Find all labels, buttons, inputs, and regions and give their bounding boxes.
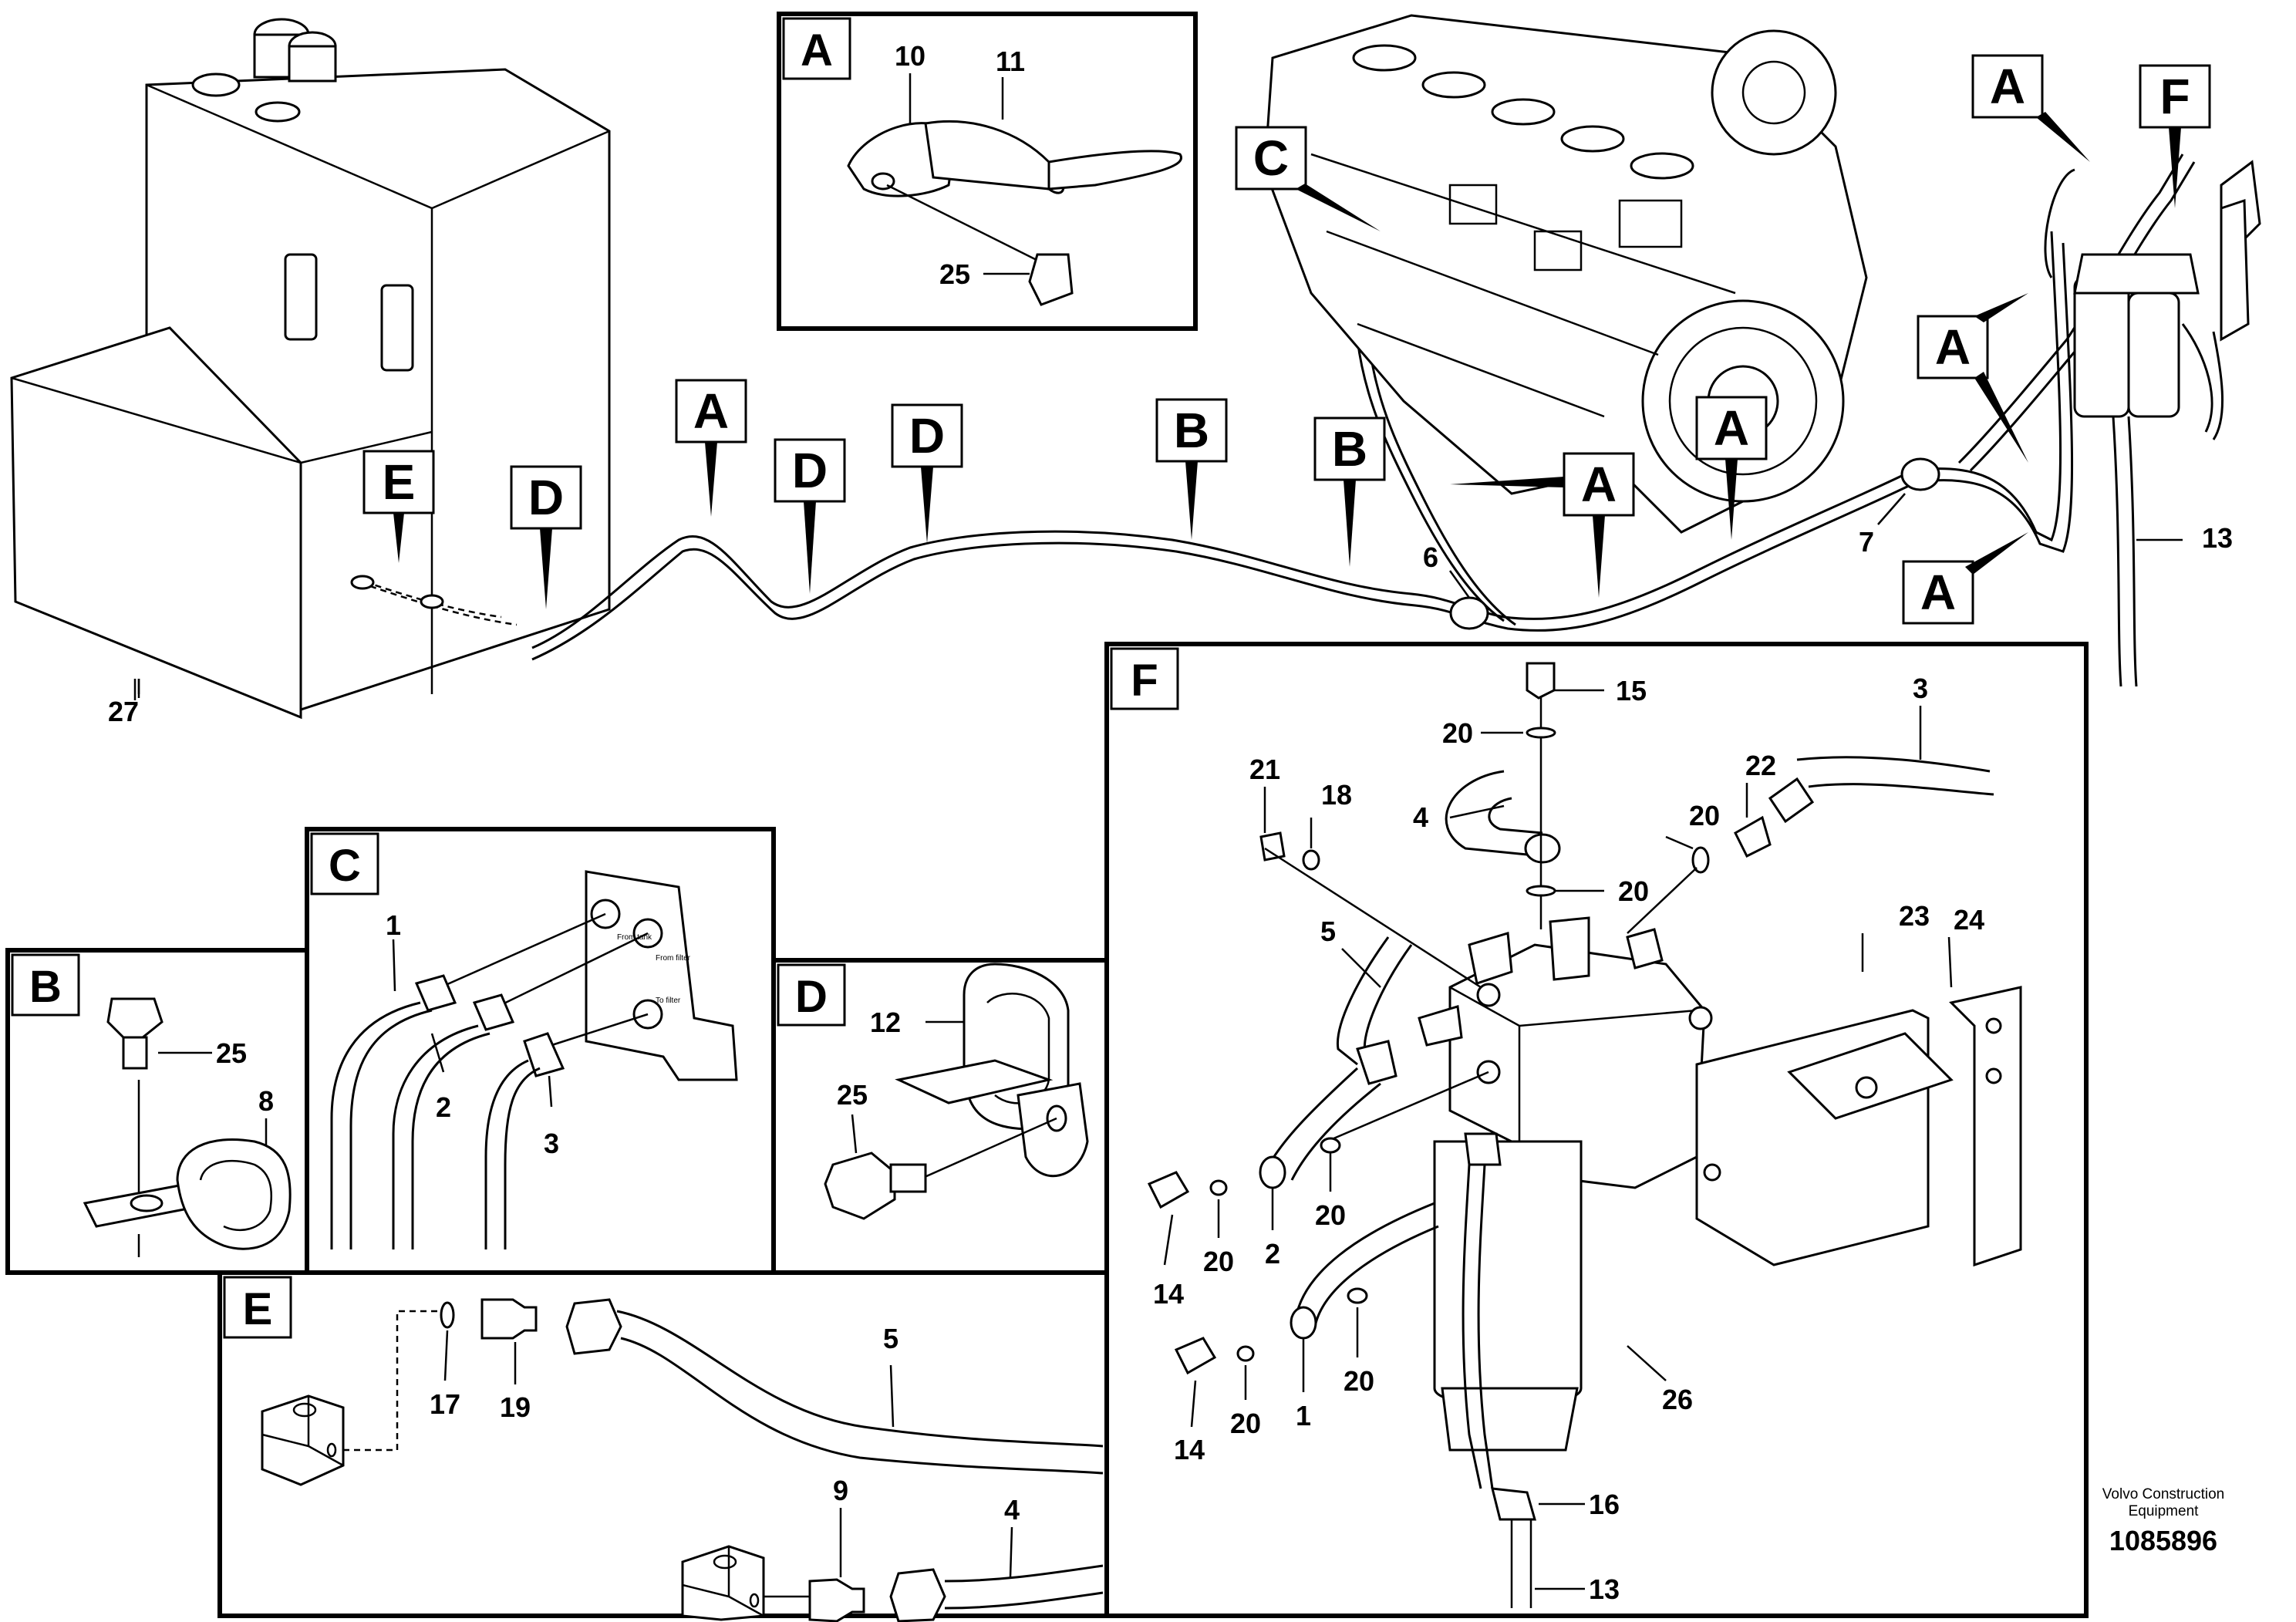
marker-a-5[interactable]: A <box>1917 293 2028 463</box>
filter-assembly-overview <box>2044 160 2261 440</box>
callout-6: 6 <box>1423 541 1438 573</box>
panel-d-label: D <box>795 972 828 1022</box>
callout-20: 20 <box>1230 1408 1261 1439</box>
callout-13: 13 <box>2202 522 2233 554</box>
panel-b-frame <box>5 948 309 1275</box>
marker-e[interactable]: E <box>362 450 435 563</box>
callout-20: 20 <box>1442 717 1473 749</box>
callout-9: 9 <box>833 1475 848 1506</box>
callout-5: 5 <box>883 1323 899 1354</box>
callout-22: 22 <box>1745 750 1776 781</box>
callout-8: 8 <box>258 1085 274 1117</box>
company-name: Volvo Construction Equipment <box>2102 1486 2225 1519</box>
port-label-to-filter: To filter <box>656 996 681 1005</box>
callout-4: 4 <box>1413 801 1428 833</box>
svg-text:D: D <box>909 408 945 464</box>
callout-3: 3 <box>544 1128 559 1159</box>
fuel-tank <box>10 18 611 720</box>
marker-d-2[interactable]: D <box>774 438 846 594</box>
svg-text:A: A <box>1581 457 1617 512</box>
panel-b-label: B <box>29 962 62 1012</box>
callout-2: 2 <box>1265 1238 1280 1270</box>
svg-text:B: B <box>1332 421 1367 477</box>
callout-20: 20 <box>1315 1199 1346 1231</box>
callout-13: 13 <box>1589 1573 1620 1605</box>
panel-f-label: F <box>1131 656 1158 706</box>
marker-a-2[interactable]: A <box>1450 452 1635 598</box>
svg-text:D: D <box>528 470 564 525</box>
callout-25: 25 <box>216 1037 247 1069</box>
callout-21: 21 <box>1249 754 1280 785</box>
panel-d: D 12 25 <box>777 963 1089 1220</box>
callout-2: 2 <box>436 1091 451 1123</box>
callout-18: 18 <box>1321 779 1352 811</box>
marker-b-2[interactable]: B <box>1313 416 1386 567</box>
callout-1: 1 <box>1296 1400 1311 1431</box>
drawing-number: 1085896 <box>2109 1525 2218 1556</box>
marker-d-3[interactable]: D <box>891 403 963 544</box>
callout-27: 27 <box>108 696 139 727</box>
callout-5: 5 <box>1320 916 1336 947</box>
hose-routing <box>350 153 2196 687</box>
callout-15: 15 <box>1616 675 1647 706</box>
panel-a-frame <box>777 12 1198 331</box>
svg-text:B: B <box>1174 403 1209 458</box>
marker-a-3[interactable]: A <box>1695 396 1768 540</box>
drawing-credit: Volvo Construction Equipment 1085896 <box>2071 1486 2256 1557</box>
panel-a-label: A <box>801 25 833 76</box>
svg-text:A: A <box>1990 59 2025 114</box>
callout-17: 17 <box>430 1388 460 1420</box>
callout-16: 16 <box>1589 1489 1620 1520</box>
callout-25: 25 <box>939 258 970 290</box>
svg-text:A: A <box>1920 565 1956 620</box>
callout-14: 14 <box>1153 1278 1184 1310</box>
callout-24: 24 <box>1954 904 1984 936</box>
panel-f: F <box>1110 647 2022 1608</box>
callout-4: 4 <box>1004 1494 1020 1526</box>
marker-f[interactable]: F <box>2139 64 2211 208</box>
port-label-from-filter: From filter <box>656 954 691 963</box>
panel-e: E 17 19 5 9 4 <box>223 1276 1104 1622</box>
callout-1: 1 <box>386 909 401 941</box>
marker-a-6[interactable]: A <box>1902 532 2028 625</box>
callout-26: 26 <box>1662 1384 1693 1415</box>
marker-a-4[interactable]: A <box>1971 54 2090 162</box>
marker-d-1[interactable]: D <box>510 465 582 609</box>
panel-b: B 25 8 <box>11 953 292 1257</box>
panel-e-frame <box>217 1270 1109 1618</box>
panel-f-frame <box>1104 642 2089 1618</box>
callout-7: 7 <box>1859 526 1874 558</box>
marker-c[interactable]: C <box>1235 126 1381 231</box>
panel-a: A 10 11 25 <box>782 17 1182 306</box>
callout-10: 10 <box>895 40 925 72</box>
svg-text:D: D <box>792 443 828 498</box>
port-label-from-tank: From tank <box>617 933 652 942</box>
callout-20: 20 <box>1689 800 1720 831</box>
callout-20: 20 <box>1344 1365 1374 1397</box>
callout-19: 19 <box>500 1391 531 1423</box>
marker-a-1[interactable]: A <box>675 379 747 517</box>
svg-text:F: F <box>2159 69 2190 124</box>
panel-e-label: E <box>243 1284 273 1334</box>
svg-text:A: A <box>693 383 729 439</box>
svg-text:E: E <box>383 454 416 510</box>
callout-12: 12 <box>870 1007 901 1038</box>
callout-20: 20 <box>1618 875 1649 907</box>
svg-text:C: C <box>1253 130 1289 186</box>
callout-25: 25 <box>837 1079 868 1111</box>
panel-c-label: C <box>329 841 361 891</box>
callout-3: 3 <box>1913 673 1928 704</box>
callout-20: 20 <box>1203 1246 1234 1277</box>
callout-11: 11 <box>996 46 1025 77</box>
panel-c: C From tank From filter To filter 1 2 3 <box>310 832 738 1249</box>
callout-14: 14 <box>1174 1434 1205 1465</box>
callout-23: 23 <box>1899 900 1930 932</box>
svg-text:A: A <box>1935 319 1971 375</box>
marker-b-1[interactable]: B <box>1155 398 1228 540</box>
svg-text:A: A <box>1714 400 1749 456</box>
